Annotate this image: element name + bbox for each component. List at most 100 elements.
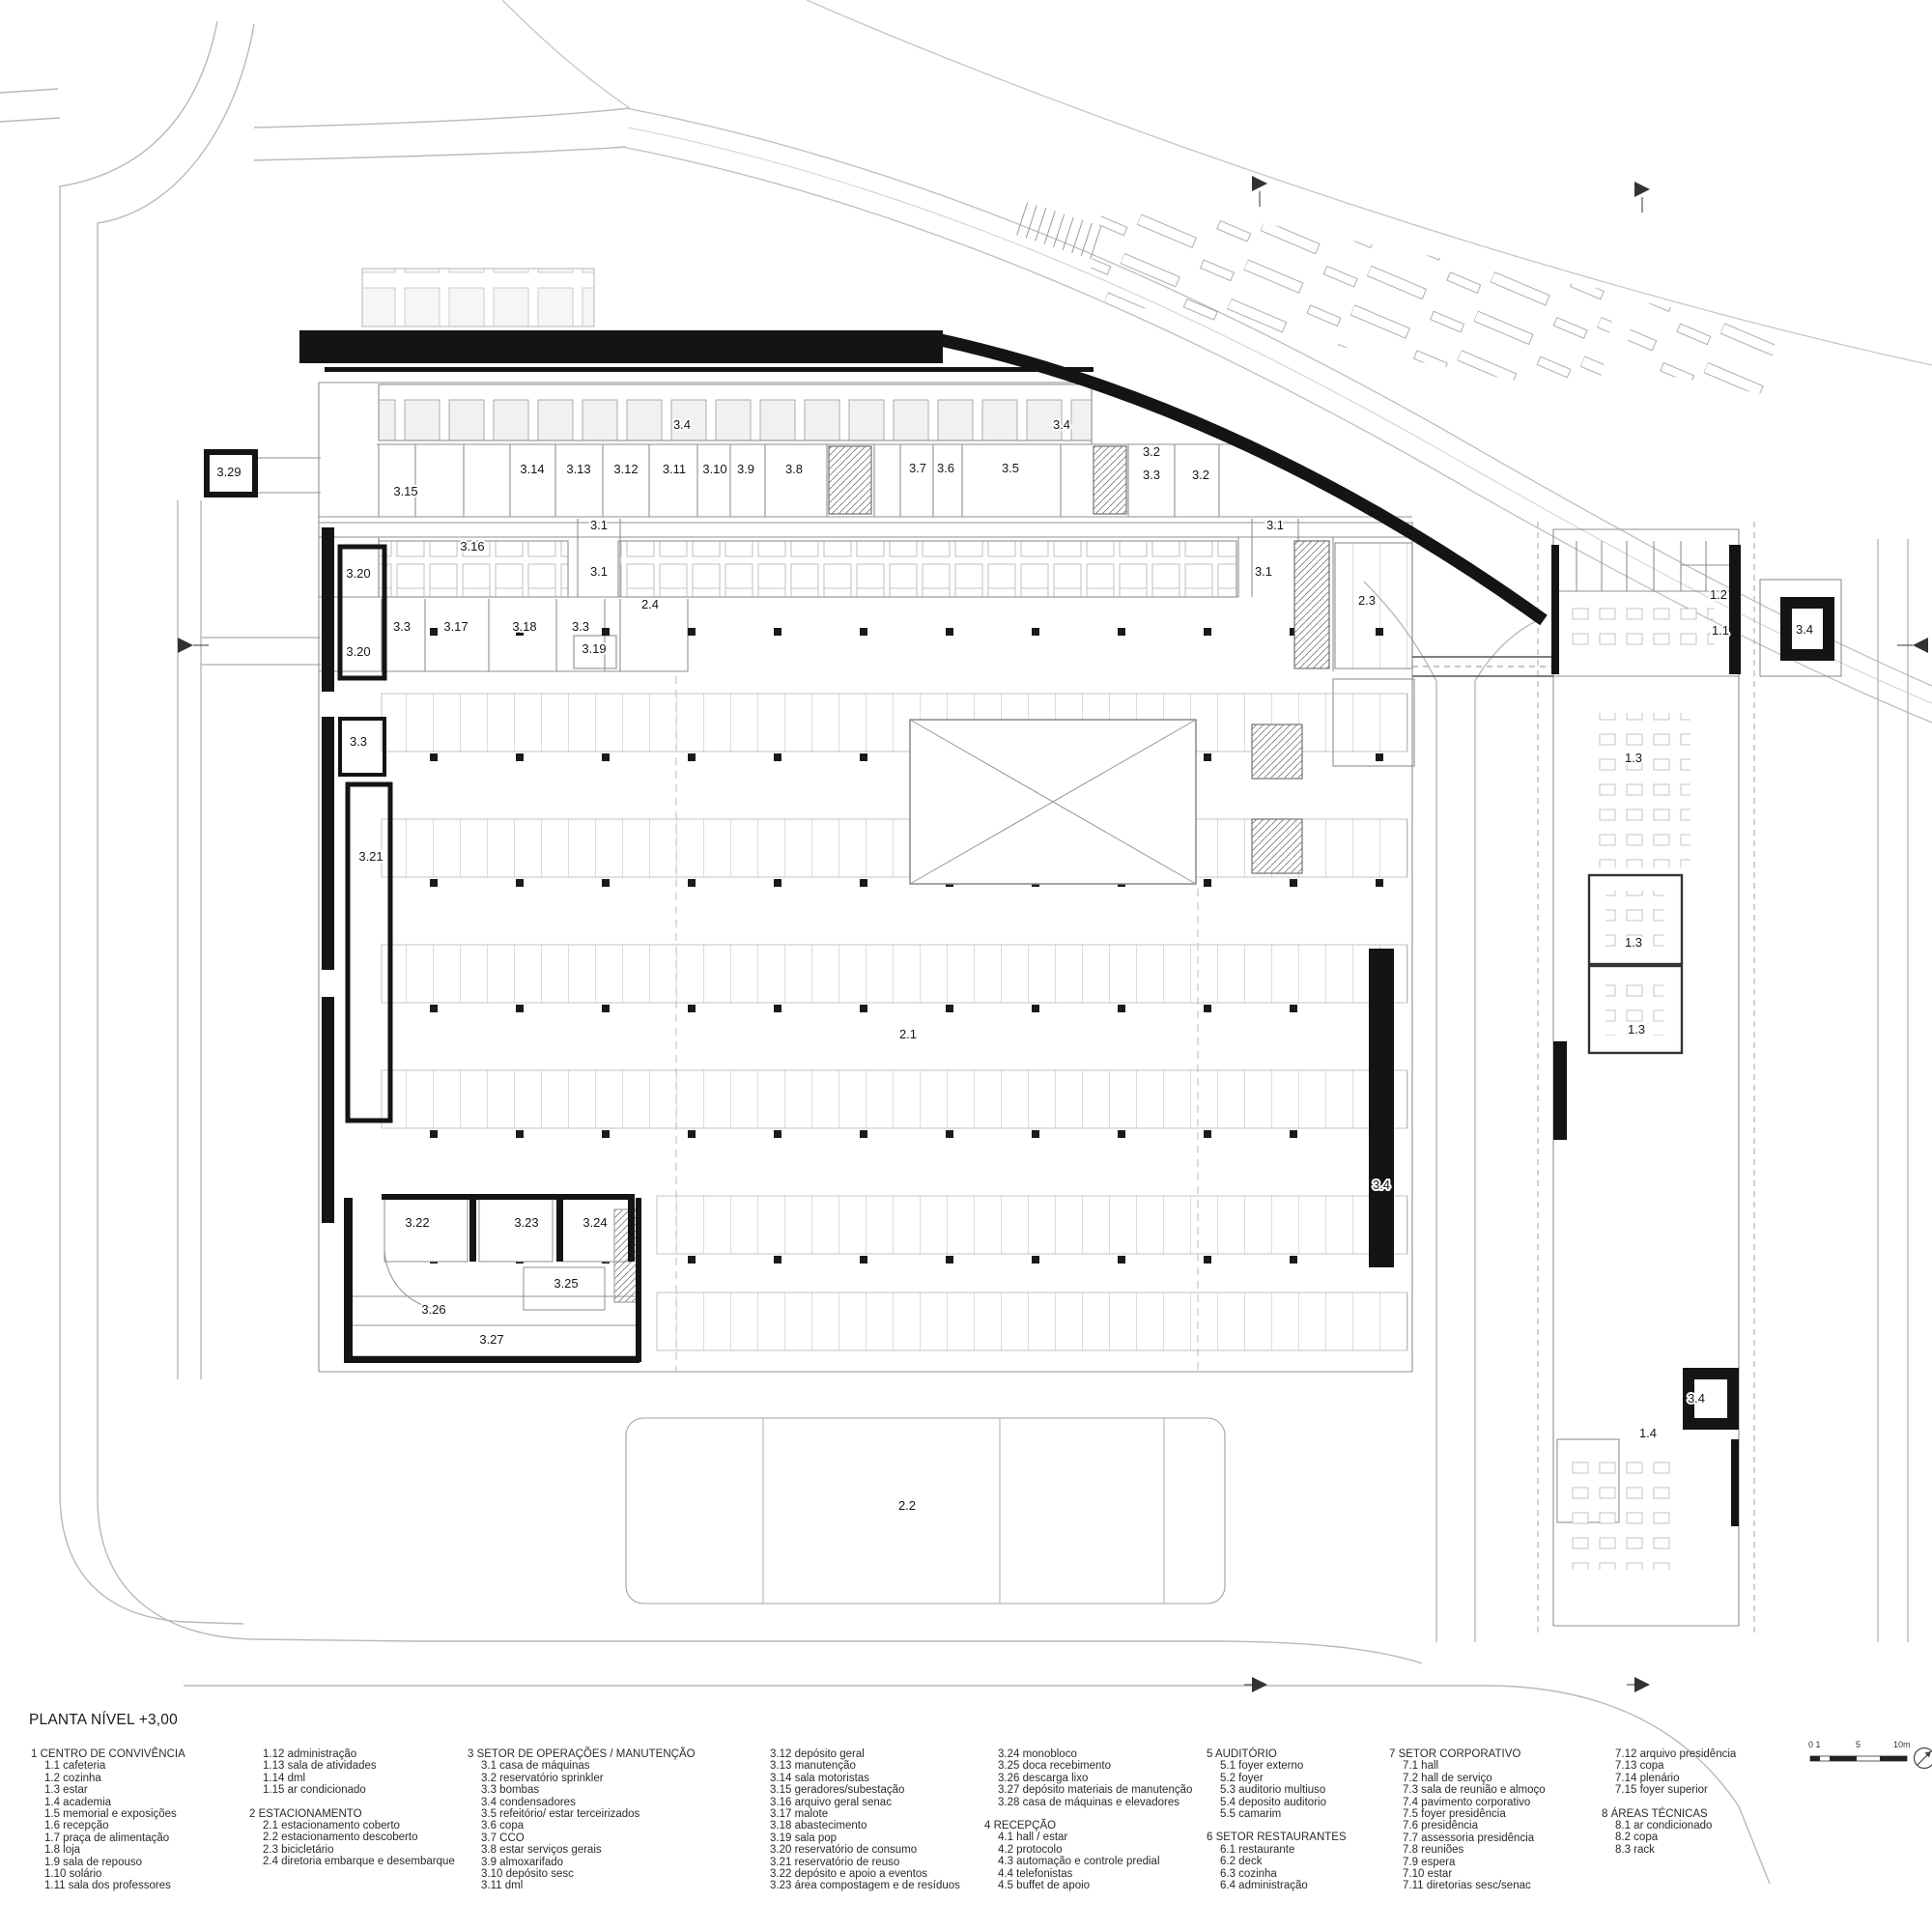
legend-section-heading: 7 SETOR CORPORATIVO <box>1389 1748 1521 1760</box>
room-label: 3.3 <box>393 619 411 634</box>
legend-item: 1.3 estar <box>44 1784 88 1797</box>
legend-item: 6.3 cozinha <box>1220 1867 1277 1880</box>
site-roads <box>0 20 1909 1885</box>
room-label: 3.19 <box>582 641 606 656</box>
legend-spacer <box>1207 1820 1347 1832</box>
legend-item: 7.13 copa <box>1615 1760 1664 1773</box>
legend-item: 5.3 auditorio multiuso <box>1220 1784 1326 1797</box>
legend-item: 1.1 cafeteria <box>44 1760 106 1773</box>
legend-item: 7.2 hall de serviço <box>1403 1772 1492 1784</box>
legend-item: 3.12 depósito geral <box>770 1748 865 1760</box>
legend-item: 7.9 espera <box>1403 1856 1456 1868</box>
room-label: 3.4 <box>1373 1178 1390 1192</box>
room-label: 3.29 <box>216 465 241 479</box>
legend-item: 3.9 almoxarifado <box>481 1856 564 1868</box>
legend-item: 3.26 descarga lixo <box>998 1772 1089 1784</box>
scale-bar <box>1809 1755 1908 1762</box>
legend-item: 8.1 ar condicionado <box>1615 1820 1713 1832</box>
legend-item: 1.9 sala de repouso <box>44 1856 143 1868</box>
room-label: 2.2 <box>898 1498 916 1513</box>
room-label: 2.3 <box>1358 593 1376 608</box>
room-label: 3.8 <box>785 462 803 476</box>
legend-item: 1.6 recepção <box>44 1820 109 1832</box>
room-label: 3.1 <box>1255 564 1272 579</box>
legend-item: 3.23 área compostagem e de resíduos <box>770 1880 960 1892</box>
legend-section-heading: 8 ÁREAS TÉCNICAS <box>1602 1807 1708 1820</box>
scale-label-start: 0 1 <box>1808 1740 1821 1749</box>
plan-details <box>346 445 1330 1372</box>
black-walls <box>204 330 1834 1526</box>
legend-item: 3.8 estar serviços gerais <box>481 1844 602 1857</box>
room-label: 3.7 <box>909 461 926 475</box>
paver-field <box>1085 192 1778 397</box>
north-arrow-icon <box>1913 1746 1932 1770</box>
legend-item: 4.2 protocolo <box>998 1843 1063 1856</box>
scale-label-mid: 5 <box>1856 1740 1861 1749</box>
room-label: 1.3 <box>1625 935 1642 950</box>
room-label: 3.3 <box>1143 468 1160 482</box>
room-label: 3.23 <box>514 1215 538 1230</box>
room-label: 3.12 <box>613 462 638 476</box>
room-label: 3.2 <box>1143 444 1160 459</box>
room-label: 3.16 <box>460 539 484 554</box>
legend-item: 3.14 sala motoristas <box>770 1772 869 1784</box>
legend-item: 7.12 arquivo presidência <box>1615 1748 1737 1760</box>
legend-spacer <box>249 1797 455 1808</box>
legend-item: 3.22 depósito e apoio a eventos <box>770 1868 928 1881</box>
legend-item: 7.1 hall <box>1403 1760 1439 1773</box>
room-label: 3.4 <box>1796 622 1813 637</box>
legend-item: 8.2 copa <box>1615 1832 1659 1844</box>
legend-section-heading: 4 RECEPÇÃO <box>984 1820 1057 1832</box>
room-label: 1.2 <box>1710 587 1727 602</box>
legend-item: 3.19 sala pop <box>770 1832 838 1844</box>
room-label: 3.4 <box>1688 1391 1705 1406</box>
legend-section-heading: 3 SETOR DE OPERAÇÕES / MANUTENÇÃO <box>468 1748 696 1760</box>
room-label: 3.15 <box>393 484 417 498</box>
room-label: 3.10 <box>702 462 726 476</box>
room-label: 3.22 <box>405 1215 429 1230</box>
legend-item: 1.2 cozinha <box>44 1772 101 1784</box>
legend-item: 4.4 telefonistas <box>998 1867 1073 1880</box>
legend-section-heading: 1 CENTRO DE CONVIVÊNCIA <box>31 1748 185 1760</box>
legend-item: 2.4 diretoria embarque e desembarque <box>263 1856 455 1868</box>
legend-item: 7.8 reuniões <box>1403 1844 1464 1857</box>
stair-core <box>828 445 1330 874</box>
legend-section-heading: 6 SETOR RESTAURANTES <box>1207 1832 1347 1844</box>
legend-item: 1.15 ar condicionado <box>263 1784 366 1797</box>
crosswalk-ticks <box>1016 202 1102 260</box>
legend-item: 1.10 solário <box>44 1868 102 1881</box>
legend-item: 7.10 estar <box>1403 1868 1453 1881</box>
legend-item: 1.8 loja <box>44 1844 81 1857</box>
legend-item: 1.12 administração <box>263 1748 357 1760</box>
plan-title: PLANTA NÍVEL +3,00 <box>29 1712 178 1728</box>
room-label: 3.11 <box>663 462 686 476</box>
legend-item: 3.13 manutenção <box>770 1760 856 1773</box>
legend-item: 3.1 casa de máquinas <box>481 1760 590 1773</box>
legend-item: 6.1 restaurante <box>1220 1843 1295 1856</box>
legend-item: 2.3 bicicletário <box>263 1843 334 1856</box>
legend-item: 4.3 automação e controle predial <box>998 1856 1160 1868</box>
scale-label-end: 10m <box>1893 1740 1911 1749</box>
legend-item: 7.11 diretorias sesc/senac <box>1403 1880 1531 1892</box>
room-label: 3.18 <box>512 619 536 634</box>
room-label: 3.4 <box>1053 417 1070 432</box>
room-label: 3.5 <box>1002 461 1019 475</box>
legend-item: 3.27 depósito materiais de manutenção <box>998 1784 1193 1797</box>
legend-item: 3.15 geradores/subestação <box>770 1784 905 1797</box>
room-label: 1.4 <box>1639 1426 1657 1440</box>
room-label: 3.20 <box>346 644 370 659</box>
legend-item: 3.11 dml <box>481 1880 524 1892</box>
legend-item: 5.4 deposito auditorio <box>1220 1796 1326 1808</box>
legend-item: 3.4 condensadores <box>481 1796 576 1808</box>
room-label: 3.6 <box>937 461 954 475</box>
legend-item: 3.16 arquivo geral senac <box>770 1796 892 1808</box>
legend-item: 5.5 camarim <box>1220 1808 1282 1821</box>
